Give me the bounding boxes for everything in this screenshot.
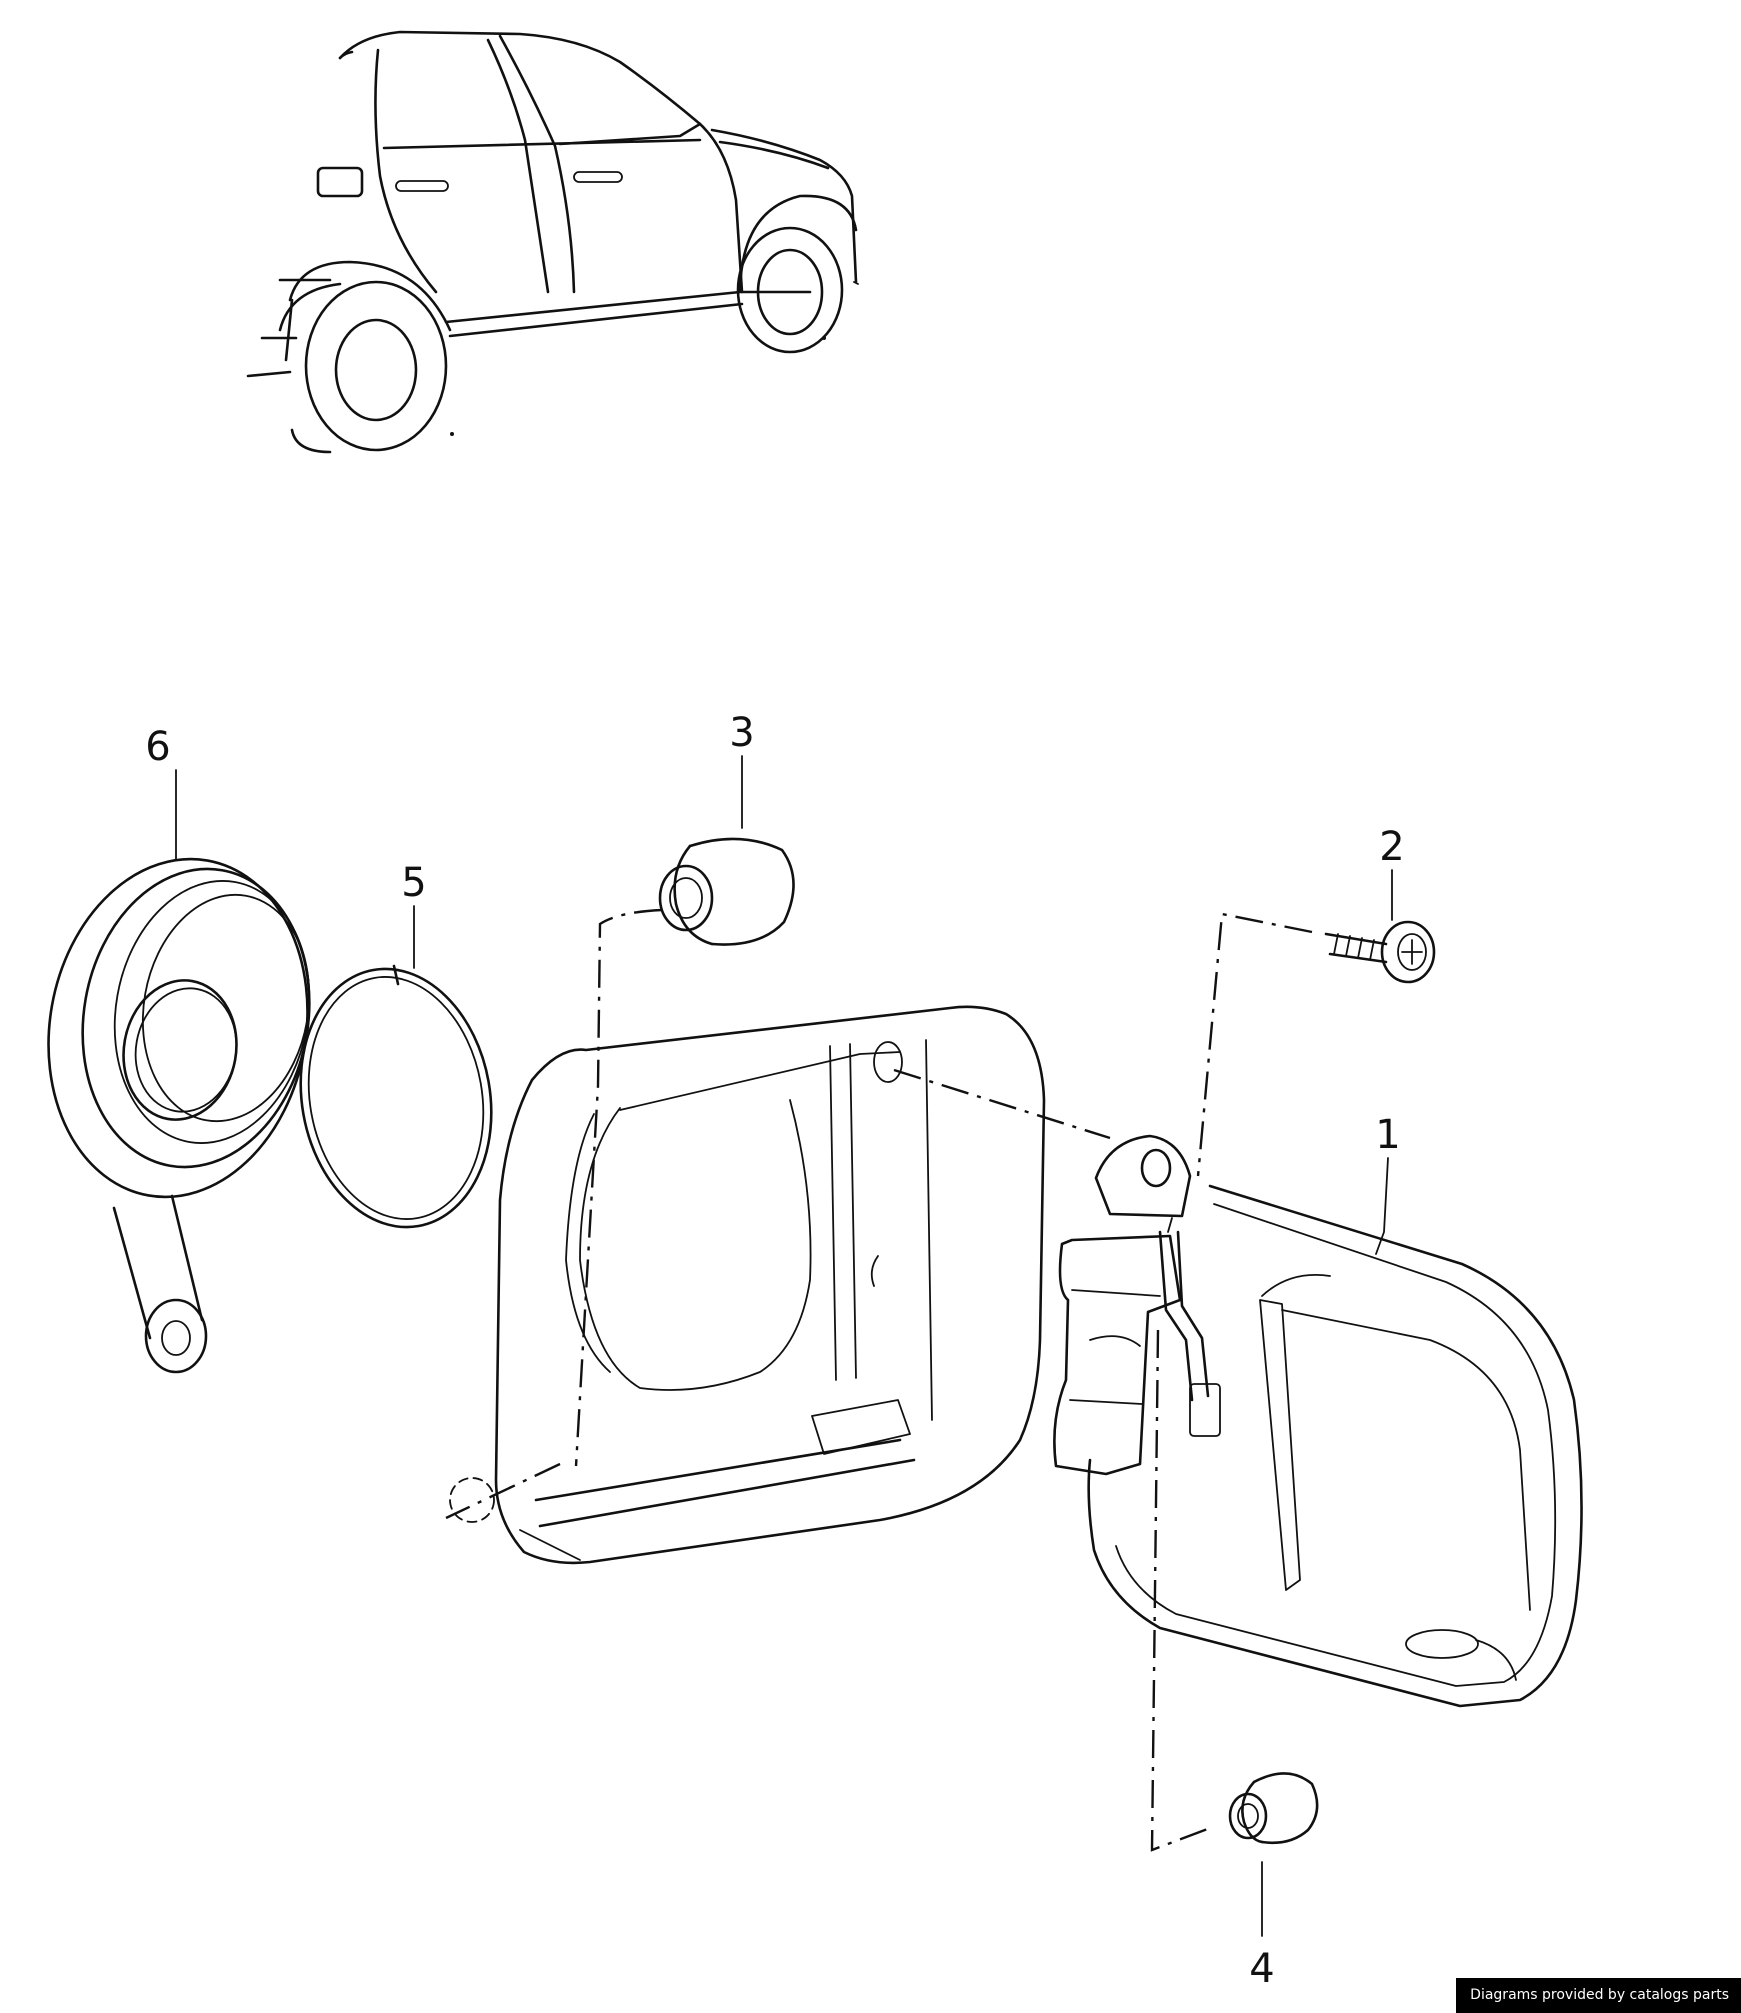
callout-4: 4 — [1249, 1946, 1274, 1992]
part-4-small-buffer — [1228, 1772, 1319, 1845]
part-2-screw — [1324, 920, 1436, 984]
car-overview — [246, 30, 859, 454]
part-1-fuel-door-frame — [1053, 1134, 1583, 1708]
callout-6: 6 — [145, 724, 170, 770]
callout-1: 1 — [1375, 1112, 1400, 1158]
callout-3: 3 — [729, 710, 754, 756]
part-3-buffer — [658, 837, 795, 946]
part-5-ring — [299, 964, 493, 1229]
fuel-door-panel — [494, 1005, 1046, 1565]
part-6-filler-housing — [47, 857, 311, 1374]
diagram-credit: Diagrams provided by catalogs parts — [1456, 1978, 1741, 2013]
callout-2: 2 — [1379, 824, 1404, 870]
assembly-lines — [445, 908, 1313, 1852]
leader-1 — [1375, 1157, 1389, 1255]
callout-5: 5 — [401, 860, 426, 906]
